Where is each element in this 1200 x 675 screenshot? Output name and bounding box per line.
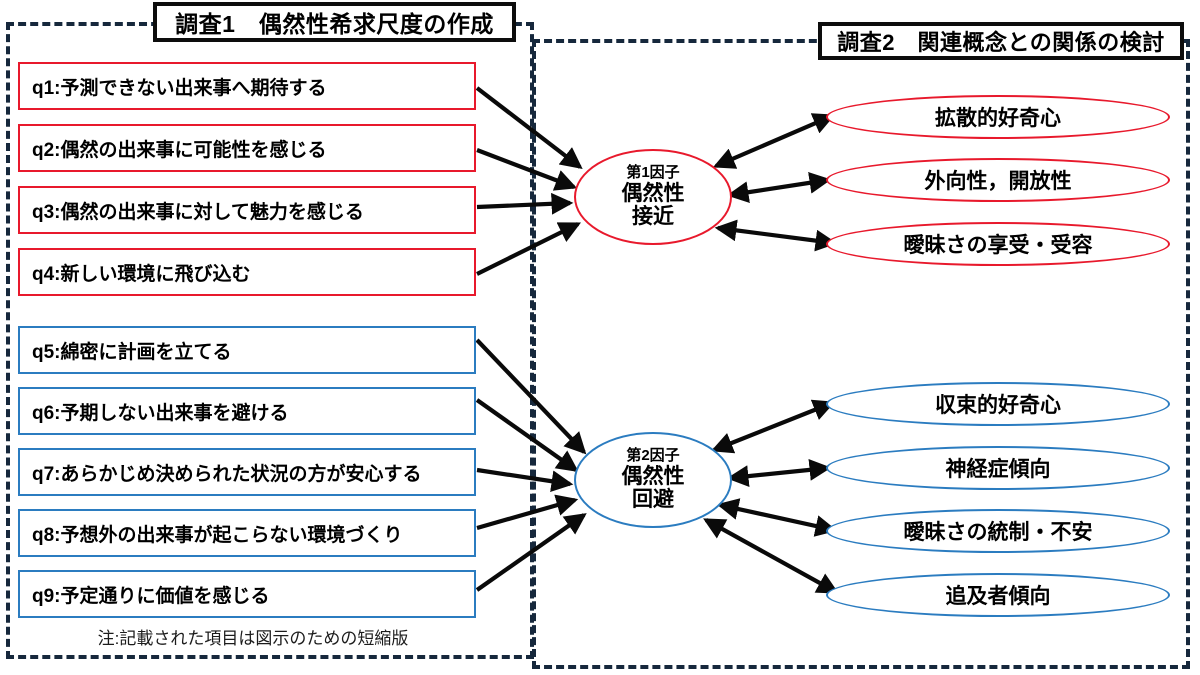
item-label-q6: q6:予期しない出来事を避ける <box>32 402 289 424</box>
item-box-q1[interactable]: q1:予測できない出来事へ期待する <box>18 62 476 110</box>
concept-label-extraversion-openness: 外向性，開放性 <box>924 170 1072 193</box>
item-label-q8: q8:予想外の出来事が起こらない環境づくり <box>32 524 403 546</box>
item-box-q6[interactable]: q6:予期しない出来事を避ける <box>18 387 476 435</box>
concept-label-neuroticism: 神経症傾向 <box>945 458 1051 481</box>
item-label-q1: q1:予測できない出来事へ期待する <box>32 77 327 99</box>
item-label-q5: q5:綿密に計画を立てる <box>32 341 232 363</box>
item-box-q2[interactable]: q2:偶然の出来事に可能性を感じる <box>18 124 476 172</box>
concept-ellipse-specific-curiosity[interactable]: 収束的好奇心 <box>826 382 1170 426</box>
figure-note: 注:記載された項目は図示のための短縮版 <box>97 629 409 648</box>
survey1-title: 調査1 偶然性希求尺度の作成 <box>153 2 516 42</box>
factor-2-line1: 偶然性 <box>621 464 685 488</box>
concept-label-ambiguity-control-anxiety: 曖昧さの統制・不安 <box>903 521 1093 544</box>
item-label-q3: q3:偶然の出来事に対して魅力を感じる <box>32 201 364 223</box>
factor-2-line2: 回避 <box>632 488 674 512</box>
item-label-q9: q9:予定通りに価値を感じる <box>32 585 270 607</box>
concept-ellipse-maximizer-tendency[interactable]: 追及者傾向 <box>826 573 1170 617</box>
item-box-q4[interactable]: q4:新しい環境に飛び込む <box>18 248 476 296</box>
factor-2-ellipse[interactable]: 第2因子 偶然性 回避 <box>574 432 732 528</box>
concept-label-diversive-curiosity: 拡散的好奇心 <box>935 107 1061 130</box>
concept-label-ambiguity-enjoyment: 曖昧さの享受・受容 <box>903 234 1093 257</box>
factor-1-line1: 偶然性 <box>621 181 685 205</box>
concept-ellipse-extraversion-openness[interactable]: 外向性，開放性 <box>826 158 1170 202</box>
factor-2-index: 第2因子 <box>626 447 680 465</box>
item-box-q3[interactable]: q3:偶然の出来事に対して魅力を感じる <box>18 186 476 234</box>
factor-1-index: 第1因子 <box>626 164 680 182</box>
concept-ellipse-ambiguity-control-anxiety[interactable]: 曖昧さの統制・不安 <box>826 509 1170 553</box>
item-label-q7: q7:あらかじめ決められた状況の方が安心する <box>32 463 422 485</box>
survey2-title: 調査2 関連概念との関係の検討 <box>818 22 1184 60</box>
concept-ellipse-neuroticism[interactable]: 神経症傾向 <box>826 446 1170 490</box>
item-box-q9[interactable]: q9:予定通りに価値を感じる <box>18 570 476 618</box>
factor-1-ellipse[interactable]: 第1因子 偶然性 接近 <box>574 149 732 245</box>
factor-1-line2: 接近 <box>632 205 674 229</box>
item-box-q8[interactable]: q8:予想外の出来事が起こらない環境づくり <box>18 509 476 557</box>
item-label-q2: q2:偶然の出来事に可能性を感じる <box>32 139 327 161</box>
item-label-q4: q4:新しい環境に飛び込む <box>32 263 251 285</box>
concept-label-specific-curiosity: 収束的好奇心 <box>935 394 1061 417</box>
concept-ellipse-diversive-curiosity[interactable]: 拡散的好奇心 <box>826 95 1170 139</box>
item-box-q7[interactable]: q7:あらかじめ決められた状況の方が安心する <box>18 448 476 496</box>
item-box-q5[interactable]: q5:綿密に計画を立てる <box>18 326 476 374</box>
concept-label-maximizer-tendency: 追及者傾向 <box>945 585 1051 608</box>
concept-ellipse-ambiguity-enjoyment[interactable]: 曖昧さの享受・受容 <box>826 222 1170 266</box>
